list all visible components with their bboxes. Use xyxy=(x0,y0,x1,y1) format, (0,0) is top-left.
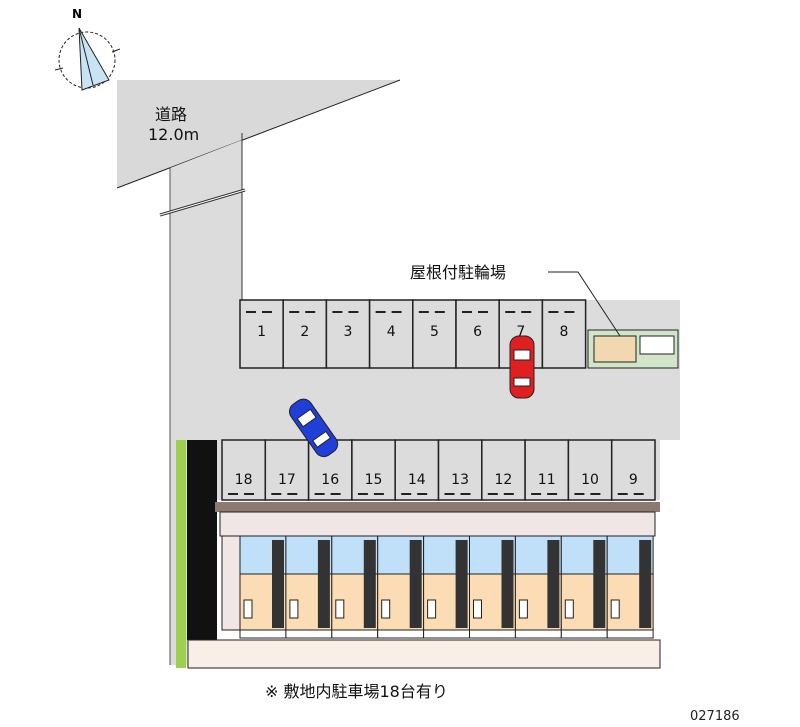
parking-number: 18 xyxy=(235,472,253,488)
parking-space-5: 5 xyxy=(412,299,457,369)
building-units xyxy=(221,535,654,639)
parking-space-12: 12 xyxy=(481,439,526,501)
parking-space-17: 17 xyxy=(264,439,310,501)
apartment-unit xyxy=(285,535,333,639)
parking-number: 4 xyxy=(387,324,396,340)
parking-number: 10 xyxy=(581,472,599,488)
parking-space-4: 4 xyxy=(368,299,414,369)
compass-icon: N xyxy=(54,7,121,91)
parking-number: 5 xyxy=(430,324,439,340)
apartment-unit xyxy=(239,535,287,639)
parking-number: 3 xyxy=(344,324,353,340)
parking-number: 16 xyxy=(321,472,339,488)
parking-number: 13 xyxy=(451,472,469,488)
corridor xyxy=(219,511,656,537)
parking-space-1: 1 xyxy=(239,299,284,369)
parking-space-11: 11 xyxy=(524,439,570,501)
parking-number: 9 xyxy=(629,472,638,488)
blue-car xyxy=(288,398,339,458)
parking-number: 7 xyxy=(516,324,525,340)
apartment-unit xyxy=(560,535,608,639)
parking-space-2: 2 xyxy=(282,299,328,369)
apartment-unit xyxy=(377,535,425,639)
apartment-unit xyxy=(423,535,471,639)
parking-number: 14 xyxy=(408,472,426,488)
wall-strip xyxy=(187,440,217,640)
road-label: 道路 xyxy=(155,105,187,124)
parking-space-18: 18 xyxy=(221,439,267,501)
parking-number: 12 xyxy=(494,472,512,488)
red-car xyxy=(509,335,535,399)
road-width: 12.0m xyxy=(148,125,199,144)
north-label: N xyxy=(72,7,82,21)
property-code: 027186 xyxy=(690,709,740,724)
driveway xyxy=(170,140,680,665)
parking-number: 1 xyxy=(257,324,266,340)
parking-space-15: 15 xyxy=(351,439,396,501)
hedge xyxy=(176,440,186,668)
ground xyxy=(187,639,661,669)
parking-number: 15 xyxy=(365,472,383,488)
parking-row-bottom: 18 17 16 15 14 13 12 11 10 9 xyxy=(221,439,656,501)
parking-note: ※ 敷地内駐車場18台有り xyxy=(265,682,448,701)
parking-number: 17 xyxy=(278,472,296,488)
building-path xyxy=(215,502,660,512)
apartment-unit xyxy=(514,535,562,639)
parking-number: 6 xyxy=(473,324,482,340)
parking-number: 8 xyxy=(560,324,569,340)
apartment-unit xyxy=(331,535,379,639)
parking-number: 11 xyxy=(538,472,556,488)
parking-number: 2 xyxy=(300,324,309,340)
parking-space-6: 6 xyxy=(455,299,500,369)
parking-space-14: 14 xyxy=(394,439,440,501)
parking-space-8: 8 xyxy=(541,299,587,369)
parking-space-9: 9 xyxy=(610,439,656,501)
parking-space-10: 10 xyxy=(567,439,613,501)
apartment-unit xyxy=(606,535,654,639)
bicycle-parking: 屋根付駐輪場 xyxy=(410,263,679,369)
apartment-unit xyxy=(469,535,516,639)
parking-row-top: 1 2 3 4 5 6 7 8 xyxy=(239,299,587,369)
parking-space-13: 13 xyxy=(437,439,483,501)
parking-space-3: 3 xyxy=(325,299,371,369)
bicycle-parking-label: 屋根付駐輪場 xyxy=(410,263,506,282)
